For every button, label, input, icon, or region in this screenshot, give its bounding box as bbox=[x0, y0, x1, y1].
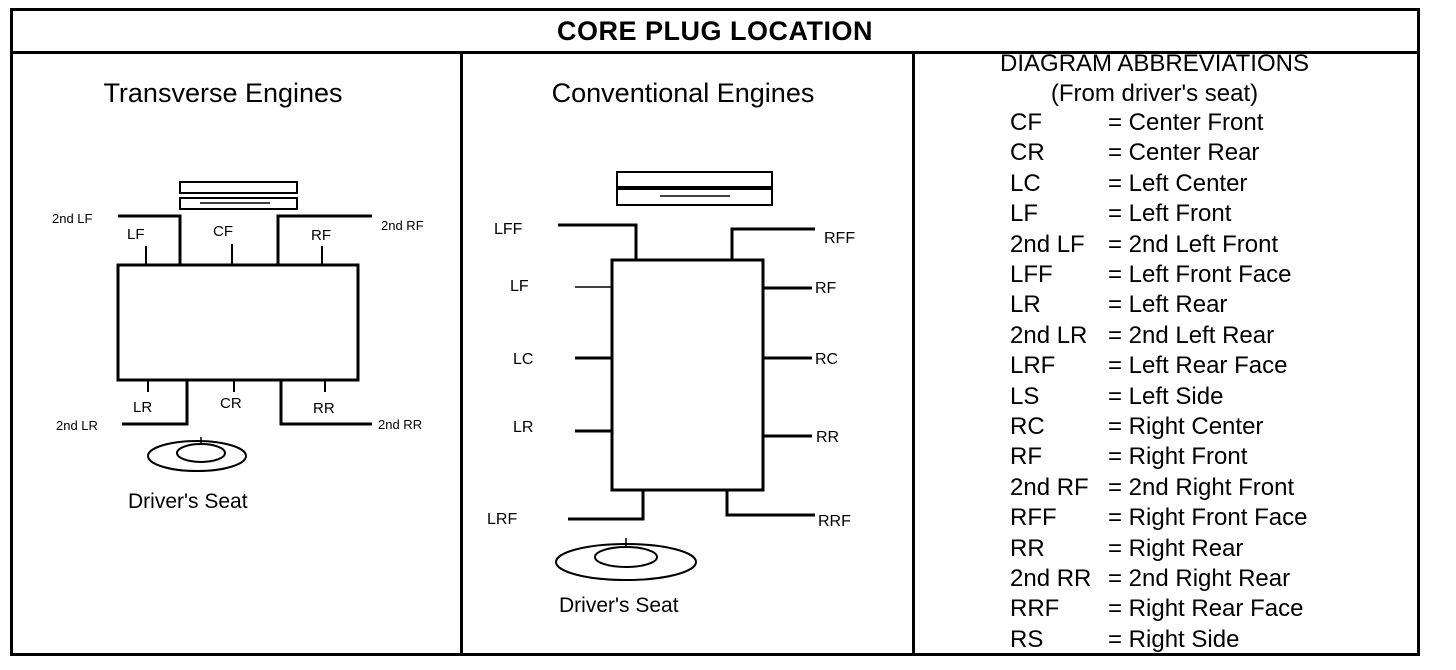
abbreviation-definition: = 2nd Left Front bbox=[1108, 230, 1279, 258]
conventional-label-rr: RR bbox=[816, 429, 839, 446]
conventional-label-lf: LF bbox=[510, 278, 529, 295]
abbreviation-definition: = Left Front bbox=[1108, 200, 1232, 228]
abbreviation-code: 2nd RF bbox=[1010, 473, 1089, 501]
abbreviation-definition: = 2nd Right Rear bbox=[1108, 565, 1291, 592]
conventional-label-rrf: RRF bbox=[818, 513, 851, 530]
conventional-plug-rrf bbox=[725, 490, 815, 517]
abbreviation-code: 2nd RR bbox=[1010, 565, 1092, 592]
transverse-label-2nd-lf: 2nd LF bbox=[52, 211, 93, 226]
transverse-label-cr: CR bbox=[220, 395, 242, 412]
abbreviation-definition: = Center Front bbox=[1108, 109, 1264, 136]
abbreviation-definition: = Left Rear bbox=[1108, 291, 1228, 319]
transverse-heading: Transverse Engines bbox=[103, 78, 343, 108]
abbreviation-definition: = Left Side bbox=[1108, 382, 1224, 410]
abbreviation-code: RS bbox=[1010, 625, 1044, 653]
abbreviation-definition: = Right Center bbox=[1108, 413, 1264, 440]
abbreviation-code: LF bbox=[1010, 200, 1039, 228]
conventional-steering-wheel-outer bbox=[555, 543, 697, 581]
abbreviation-definition: = Left Center bbox=[1108, 169, 1248, 197]
abbreviation-code: CR bbox=[1010, 139, 1045, 167]
transverse-radiator-top bbox=[179, 181, 298, 194]
column-divider-right bbox=[912, 51, 915, 653]
conventional-seat-label: Driver's Seat bbox=[559, 594, 679, 617]
abbreviation-code: RR bbox=[1010, 534, 1045, 562]
abbreviation-code: LS bbox=[1010, 382, 1040, 410]
abbreviation-code: LC bbox=[1010, 169, 1041, 197]
transverse-label-2nd-rf: 2nd RF bbox=[381, 218, 424, 233]
abbreviation-code: CF bbox=[1010, 109, 1042, 136]
conventional-plug-lff bbox=[558, 223, 638, 260]
conventional-label-lc: LC bbox=[513, 351, 533, 368]
abbreviation-code: LRF bbox=[1010, 352, 1056, 380]
abbreviations-title: DIAGRAM ABBREVIATIONS bbox=[1000, 50, 1309, 77]
abbreviations-subtitle: (From driver's seat) bbox=[1050, 80, 1259, 107]
conventional-label-lr: LR bbox=[513, 419, 533, 436]
conventional-engine-block bbox=[610, 258, 765, 492]
conventional-plug-rff bbox=[730, 227, 815, 260]
abbreviation-definition: = Right Rear Face bbox=[1108, 595, 1304, 623]
conventional-label-rc: RC bbox=[815, 351, 838, 368]
transverse-engine-block bbox=[116, 263, 360, 382]
transverse-label-2nd-lr: 2nd LR bbox=[56, 418, 98, 433]
abbreviation-definition: = Left Front Face bbox=[1108, 261, 1292, 288]
transverse-label-lr: LR bbox=[133, 399, 152, 416]
abbreviation-code: 2nd LF bbox=[1010, 230, 1085, 258]
transverse-label-lf: LF bbox=[127, 226, 145, 243]
conventional-steering-wheel-inner bbox=[594, 546, 658, 568]
transverse-label-cf: CF bbox=[213, 223, 233, 240]
transverse-label-rf: RF bbox=[311, 227, 331, 244]
transverse-plug-2nd-lr bbox=[122, 380, 189, 426]
conventional-label-lrf: LRF bbox=[487, 511, 517, 528]
abbreviation-definition: = Center Rear bbox=[1108, 139, 1260, 167]
transverse-seat-label: Driver's Seat bbox=[128, 490, 248, 513]
abbreviation-definition: = Right Front Face bbox=[1108, 504, 1308, 532]
abbreviation-code: LFF bbox=[1010, 261, 1053, 288]
abbreviation-definition: = Right Rear bbox=[1108, 534, 1244, 562]
abbreviation-definition: = 2nd Right Front bbox=[1108, 473, 1295, 501]
abbreviation-code: RRF bbox=[1010, 595, 1060, 623]
transverse-steering-wheel-outer bbox=[147, 440, 247, 472]
column-divider-left bbox=[460, 51, 463, 653]
core-plug-chart-frame: CORE PLUG LOCATION bbox=[10, 8, 1420, 656]
transverse-plug-2nd-rf bbox=[276, 214, 372, 265]
abbreviation-code: RC bbox=[1010, 413, 1045, 440]
conventional-label-rff: RFF bbox=[824, 230, 855, 247]
conventional-heading: Conventional Engines bbox=[551, 78, 815, 108]
transverse-plug-2nd-rr bbox=[279, 380, 372, 426]
conventional-label-rf: RF bbox=[815, 280, 837, 297]
transverse-label-rr: RR bbox=[313, 400, 335, 417]
abbreviation-code: 2nd LR bbox=[1010, 321, 1088, 349]
transverse-plug-2nd-lf bbox=[118, 214, 182, 265]
transverse-label-2nd-rr: 2nd RR bbox=[378, 417, 422, 432]
conventional-label-lff: LFF bbox=[494, 221, 523, 238]
transverse-radiator-bottom bbox=[179, 197, 298, 210]
abbreviation-definition: = Right Front bbox=[1108, 443, 1248, 471]
abbreviation-definition: = 2nd Left Rear bbox=[1108, 321, 1275, 349]
abbreviation-definition: = Right Side bbox=[1108, 625, 1240, 653]
abbreviation-code: RF bbox=[1010, 443, 1042, 471]
conventional-plug-lrf bbox=[568, 490, 645, 521]
abbreviation-code: LR bbox=[1010, 291, 1041, 319]
abbreviation-code: RFF bbox=[1010, 504, 1057, 532]
abbreviation-definition: = Left Rear Face bbox=[1108, 352, 1288, 380]
chart-title: CORE PLUG LOCATION bbox=[13, 11, 1417, 54]
